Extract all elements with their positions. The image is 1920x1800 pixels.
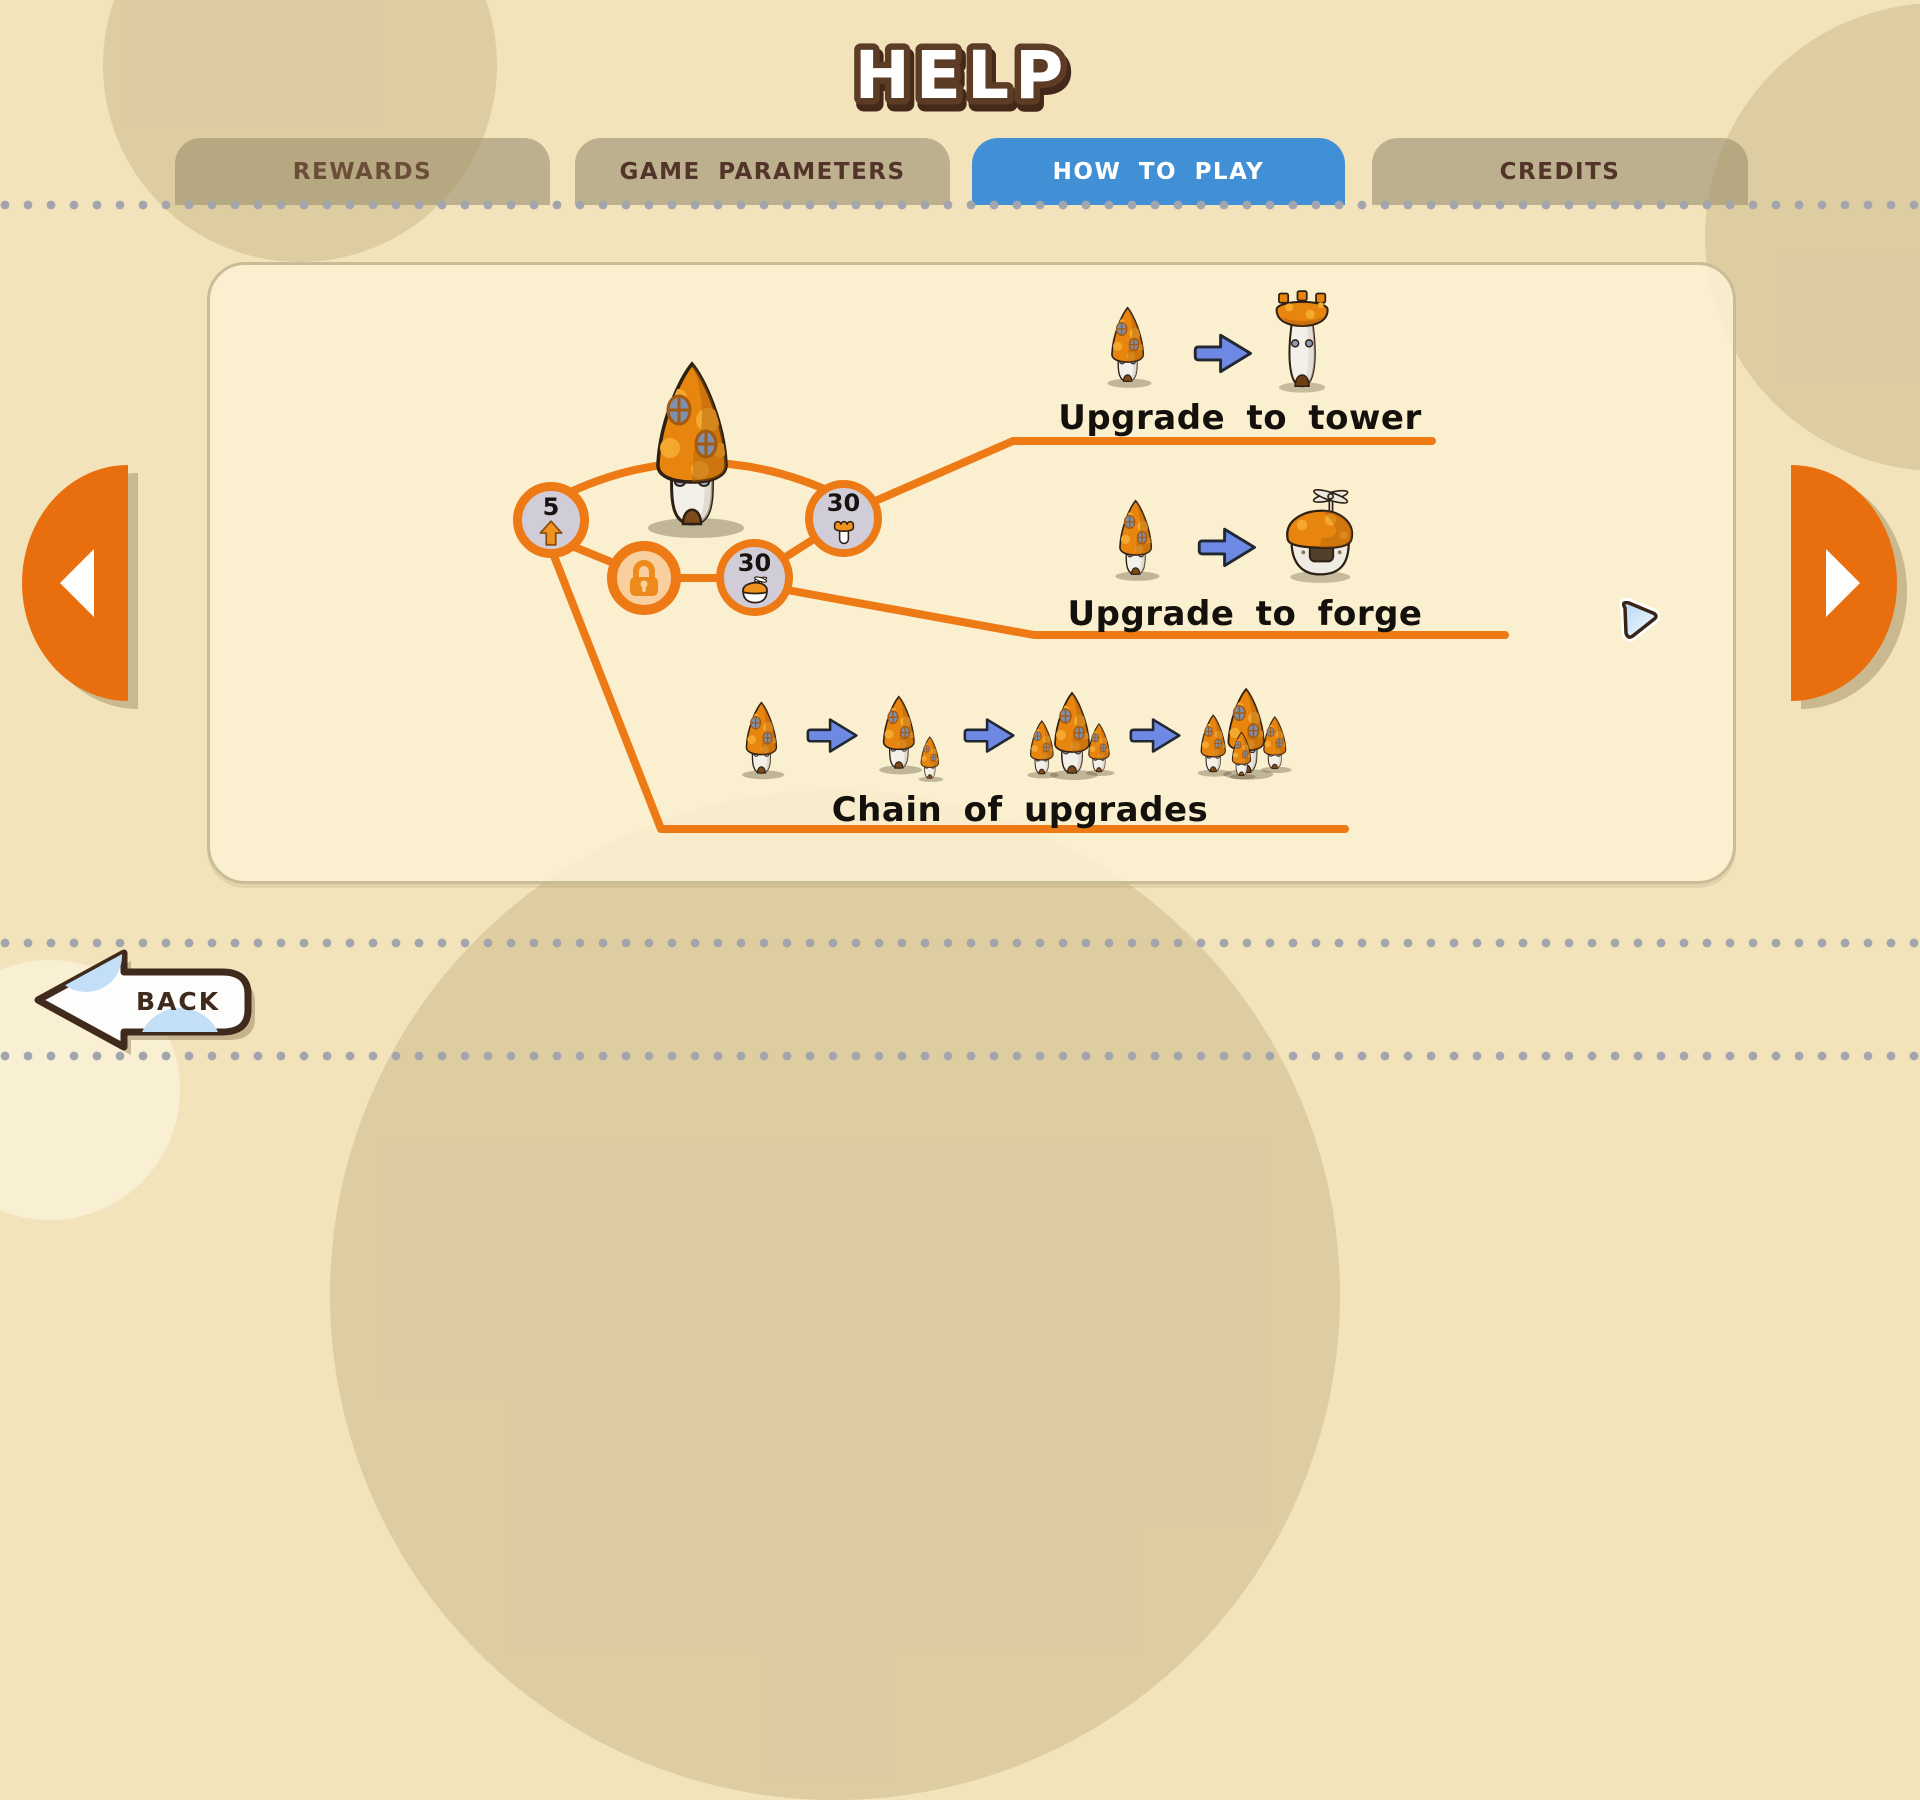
tab-game-parameters-label: GAME PARAMETERS bbox=[619, 158, 906, 185]
dotted-divider-bottom-2 bbox=[0, 1051, 1920, 1061]
tab-credits-label: CREDITS bbox=[1499, 158, 1621, 185]
tab-credits[interactable]: CREDITS bbox=[1372, 138, 1748, 205]
tower-mini-icon bbox=[833, 520, 854, 545]
page-title-shadow: HELP bbox=[858, 43, 1073, 120]
upgrade-to-tower-label: Upgrade to tower bbox=[1058, 398, 1422, 438]
previous-page-button[interactable] bbox=[22, 465, 128, 701]
background-circle bbox=[330, 790, 1340, 1800]
background-circle bbox=[1705, 3, 1920, 471]
locked-upgrade-badge[interactable] bbox=[607, 541, 681, 615]
lock-icon bbox=[630, 560, 658, 596]
chain-of-upgrades-label: Chain of upgrades bbox=[831, 790, 1209, 830]
tab-rewards-label: REWARDS bbox=[292, 158, 433, 185]
tab-game-parameters[interactable]: GAME PARAMETERS bbox=[575, 138, 950, 205]
background-circle bbox=[103, 0, 497, 262]
next-page-button[interactable] bbox=[1791, 465, 1897, 701]
tab-how-to-play[interactable]: HOW TO PLAY bbox=[972, 138, 1345, 205]
forge-mini-icon bbox=[741, 576, 768, 604]
upgrade-cost-badge[interactable]: 5 bbox=[513, 482, 589, 558]
back-button-label: BACK bbox=[136, 987, 220, 1016]
back-button[interactable]: BACK bbox=[28, 948, 263, 1060]
tab-how-to-play-label: HOW TO PLAY bbox=[1052, 158, 1265, 185]
forge-cost-value: 30 bbox=[737, 549, 772, 577]
tab-rewards[interactable]: REWARDS bbox=[175, 138, 550, 205]
upgrade-cost-value: 5 bbox=[542, 492, 560, 521]
page-title-outline: HELP bbox=[855, 37, 1070, 114]
tower-cost-badge[interactable]: 30 bbox=[805, 480, 882, 557]
dotted-divider-bottom-1 bbox=[0, 938, 1920, 948]
page-title: HELP HELP HELP bbox=[730, 12, 1190, 130]
forge-cost-badge[interactable]: 30 bbox=[716, 539, 793, 616]
upgrade-to-forge-label: Upgrade to forge bbox=[1067, 594, 1423, 634]
page-title-text: HELP bbox=[855, 37, 1070, 114]
tower-cost-value: 30 bbox=[826, 489, 861, 517]
upgrade-arrow-icon bbox=[539, 519, 563, 546]
